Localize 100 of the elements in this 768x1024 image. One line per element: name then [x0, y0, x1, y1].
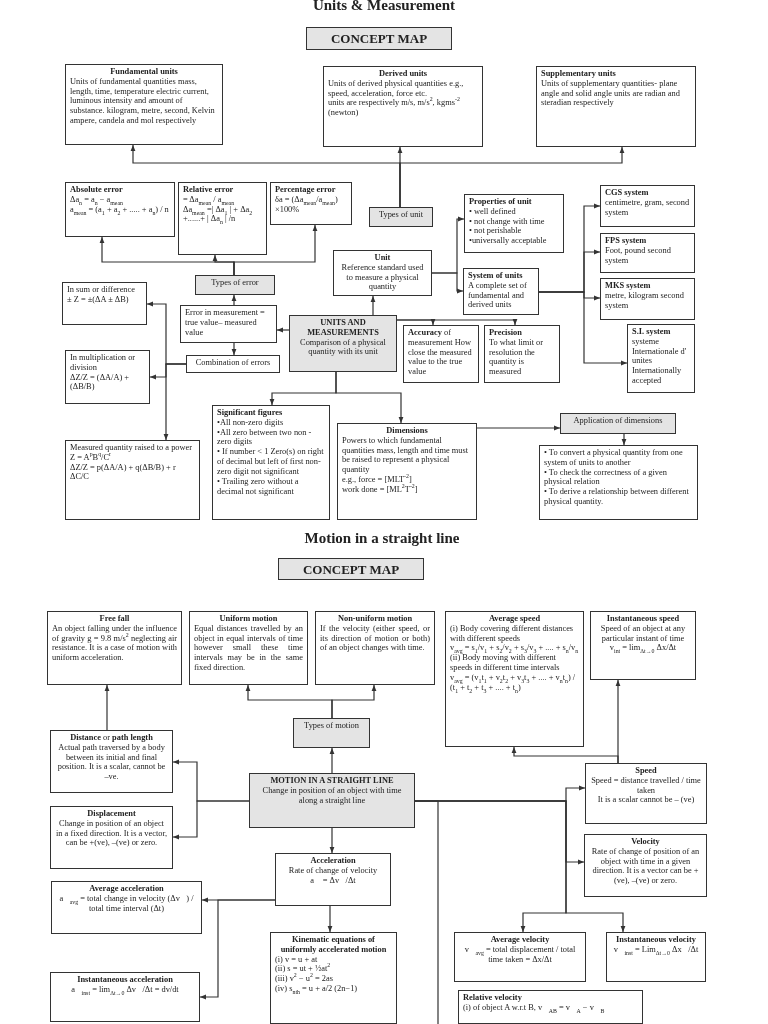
box-text: Measured quantity raised to a power: [70, 443, 194, 453]
box-text: (iv) s$_{nth}$ = u + a/2 (2n−1): [275, 984, 359, 994]
box-text: • To check the correctness of a given physical relation: [544, 467, 668, 488]
concept-box: [315, 611, 435, 685]
concept-box: [585, 763, 707, 824]
concept-box: [484, 325, 560, 383]
arrow: [104, 684, 110, 731]
box-text: Types of motion: [303, 721, 360, 731]
box-text: Change in position of an object with time along a straight line: [261, 785, 403, 806]
concept-box: [536, 66, 696, 147]
box-heading: Derived units: [377, 69, 429, 79]
concept-box: [590, 611, 696, 680]
box-heading: Instantaneous velocity: [615, 935, 697, 945]
box-heading: FPS system: [605, 236, 648, 246]
box-text: Types of error: [210, 278, 260, 288]
box-text: a⃗$_{avg}$ = total change in velocity (Δv⃗) / total time interval (Δt): [58, 893, 195, 914]
topic-box: [289, 315, 397, 372]
concept-box: [333, 250, 432, 296]
box-text: systeme Internationale d' unites Internationally accepted: [632, 336, 688, 386]
topic-box: [369, 207, 433, 227]
box-heading: Average acceleration: [88, 884, 165, 894]
box-text: v⃗$_{avg}$ = total displacement / total time taken = Δx/Δt: [463, 944, 577, 965]
box-text: • not perishable: [469, 226, 523, 237]
box-heading: System of units: [468, 271, 524, 281]
concept-box: [189, 611, 308, 685]
box-text: a⃗$_{inst}$ = lim$_{Δt→0}$ Δv⃗/Δt = dv/dt: [70, 984, 180, 995]
concept-box: [454, 932, 586, 982]
box-text: In multiplication or division: [70, 353, 137, 373]
box-text: centimetre, gram, second system: [605, 197, 690, 218]
box-text: Comparison of a physical quantity with its unit: [299, 337, 387, 358]
box-heading: Kinematic equations of uniformly accelerated motion: [279, 935, 388, 955]
box-text: Reference standard used to measure a physical quantity: [340, 262, 425, 293]
topic-box: [293, 718, 370, 748]
box-heading: Unit: [373, 253, 392, 263]
box-heading: Precision: [489, 328, 523, 338]
box-text: (i) of object A w.r.t B, v⃗$_{AB}$ = v⃗$_{A}$ − v⃗$_{B}$: [463, 1002, 606, 1013]
box-text: e.g., force = [MLT$^{-2}$]: [342, 475, 413, 485]
concept-box: [458, 990, 643, 1024]
arrow: [396, 319, 518, 326]
concept-box: [186, 355, 280, 373]
concept-box: [275, 853, 391, 906]
topic-box: [195, 275, 275, 295]
concept-box: [539, 445, 698, 520]
box-heading: Free fall: [98, 614, 131, 624]
box-text: Units of fundamental quantities mass, length, time, temperature electric current, luminous intensity and amount of substance. kilogram, metre, second, Kelvin ampere, candela and mol respectively: [70, 76, 216, 126]
arrow: [621, 433, 627, 446]
arrow: [329, 827, 335, 854]
box-heading: Displacement: [86, 809, 137, 819]
box-heading: Supplementary units: [541, 69, 617, 79]
box-text: (iii) v$^{2}$ − u$^{2}$ = 2as: [275, 974, 334, 985]
concept-box: [445, 611, 584, 747]
box-text: v$_{avg}$ = s$_{1}$/v$_{1}$ + s$_{2}$/v$_{2}$ + s$_{3}$/v$_{3}$ + .... + s$_{n}$/v$_{n}$: [450, 643, 579, 654]
box-text: CONCEPT MAP: [329, 31, 429, 47]
arrow: [327, 905, 333, 933]
box-text: Actual path traversed by a body between its initial and final position. It is a scalar, cannot be –ve.: [56, 742, 167, 783]
box-text: ΔZ/Z = p(ΔA/A) + q(ΔB/B) + r ΔC/C: [70, 462, 177, 483]
box-text: Rate of change of velocity: [287, 865, 379, 876]
concept-box: [323, 66, 483, 147]
box-heading: Relative error: [183, 185, 235, 195]
connector-line: [414, 800, 439, 1024]
concept-box: [180, 305, 277, 343]
box-heading: Relative velocity: [463, 993, 523, 1003]
box-text: •universally acceptable: [469, 236, 548, 247]
box-text: If the velocity (either speed, or its direction of motion or both) of an object changes with time.: [320, 623, 430, 654]
box-heading: Properties of unit: [469, 197, 533, 207]
arrow: [370, 295, 376, 316]
box-text: Application of dimensions: [572, 416, 664, 426]
box-text: • well defined: [469, 206, 517, 217]
arrow: [172, 800, 250, 840]
box-text: (ii) s = ut + ½at$^{2}$: [275, 964, 332, 974]
box-text: In sum or difference: [67, 285, 136, 295]
box-heading: CGS system: [605, 188, 650, 198]
topic-box: [278, 558, 424, 581]
box-text: units are respectively m/s, m/s$^{2}$, kgms$^{-2}$ (newton): [328, 98, 461, 119]
concept-box: [403, 325, 479, 383]
box-text: A complete set of fundamental and derived units: [468, 280, 528, 311]
concept-box: [65, 182, 175, 237]
arrow: [163, 363, 187, 441]
box-text: An object falling under the influence of gravity g = 9.8 m/s$^{2}$ neglecting air resistance. It is a case of motion with uniform acceleration.: [52, 623, 177, 664]
box-text: Types of unit: [377, 210, 425, 220]
box-text: CONCEPT MAP: [301, 562, 401, 578]
box-heading: Dimensions: [385, 426, 429, 436]
box-text: • Trailing zero without a decimal not significant: [217, 476, 300, 497]
concept-box: [627, 324, 695, 393]
box-heading: MKS system: [605, 281, 652, 291]
concept-box: [337, 423, 477, 520]
box-heading: Absolute error: [70, 185, 124, 195]
box-text: v$_{int}$ = lim$_{Δt→0}$ Δx/Δt: [608, 643, 678, 654]
box-heading: Average speed: [487, 614, 542, 624]
concept-box: [178, 182, 267, 255]
box-heading: Velocity: [630, 837, 661, 847]
arrow: [399, 146, 625, 208]
concept-box: [50, 806, 173, 869]
arrow: [476, 425, 561, 431]
concept-box: [65, 350, 150, 404]
box-text: (i) v = u + at: [275, 954, 319, 965]
box-text: Units of supplementary quantities- plane angle and solid angle units are radian and steradian respectively: [541, 78, 681, 109]
box-text: δa = (Δa$_{mean}$/a$_{mean}$) ×100%: [275, 194, 339, 215]
arrow: [538, 291, 628, 366]
concept-box: [50, 730, 173, 793]
